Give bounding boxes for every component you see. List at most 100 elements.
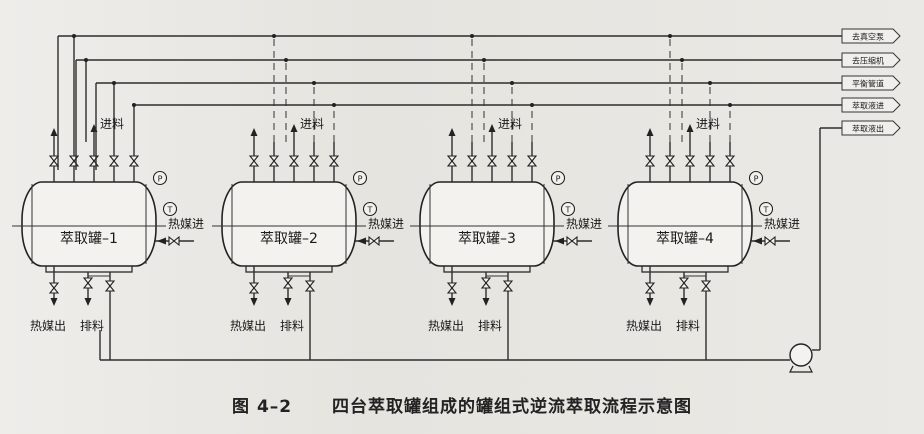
valve-icon — [446, 282, 458, 294]
arrow-down-icon — [680, 298, 688, 306]
junction-dot — [530, 103, 534, 107]
tank-body — [21, 181, 157, 267]
tank-body — [221, 181, 357, 267]
pressure-gauge — [152, 170, 168, 186]
extraction-tank-4: 萃取罐–4PT热媒进进料热媒出排料 — [608, 34, 800, 360]
valve-icon — [368, 235, 380, 247]
valve-icon — [700, 280, 712, 292]
temperature-gauge — [362, 201, 378, 217]
heat-in-label: 热媒进 — [168, 217, 204, 231]
junction-dot — [668, 34, 672, 38]
tank-name: 萃取罐–3 — [458, 231, 516, 247]
valve-icon — [282, 277, 294, 289]
discharge-label: 排料 — [80, 319, 104, 333]
valve-icon — [684, 155, 696, 167]
valve-icon — [108, 155, 120, 167]
arrow-left-icon — [753, 237, 762, 245]
extraction-tank-3: 萃取罐–3PT热媒进进料热媒出排料 — [410, 34, 602, 360]
tank-bottom-outlet — [443, 266, 531, 273]
temperature-gauge-label: T — [367, 206, 373, 215]
pressure-gauge — [550, 170, 566, 186]
junction-dot — [272, 34, 276, 38]
extraction-tank-2: 萃取罐–2PT热媒进进料热媒出排料 — [212, 34, 404, 360]
line-tag-2: 去压缩机 — [841, 52, 901, 68]
arrow-down-icon — [646, 298, 654, 306]
junction-dot — [482, 58, 486, 62]
valve-icon — [48, 282, 60, 294]
heat-out-label: 热媒出 — [428, 319, 464, 333]
temperature-gauge-label: T — [167, 206, 173, 215]
arrow-up-icon — [686, 124, 694, 132]
feed-label: 进料 — [498, 117, 522, 131]
junction-dot — [72, 34, 76, 38]
valve-icon — [248, 155, 260, 167]
junction-dot — [332, 103, 336, 107]
tank-body — [617, 181, 753, 267]
pump-base — [789, 365, 813, 373]
valve-icon — [678, 277, 690, 289]
temperature-gauge-label: T — [565, 206, 571, 215]
arrow-down-icon — [250, 298, 258, 306]
valve-icon — [466, 155, 478, 167]
valve-icon — [704, 155, 716, 167]
line-tag-4: 萃取液进 — [841, 97, 901, 113]
arrow-down-icon — [448, 298, 456, 306]
valve-icon — [128, 155, 140, 167]
valve-icon — [502, 280, 514, 292]
tank-body — [419, 181, 555, 267]
arrow-down-icon — [284, 298, 292, 306]
line-tag-label: 萃取液进 — [852, 101, 884, 111]
tank-name: 萃取罐–1 — [60, 231, 118, 247]
pressure-gauge-label: P — [556, 175, 561, 184]
arrow-up-icon — [290, 124, 298, 132]
line-tag-label: 萃取液出 — [852, 124, 884, 134]
tank-bottom-outlet — [245, 266, 333, 273]
line-tag-box — [841, 28, 901, 44]
arrow-left-icon — [157, 237, 166, 245]
extraction-tank-1: 萃取罐–1PT热媒进进料热媒出排料 — [12, 34, 204, 360]
feed-label: 进料 — [300, 117, 324, 131]
pressure-gauge — [352, 170, 368, 186]
valve-icon — [644, 155, 656, 167]
junction-dot — [708, 81, 712, 85]
line-tag-label: 去真空泵 — [852, 32, 884, 42]
valve-icon — [446, 155, 458, 167]
valve-icon — [68, 155, 80, 167]
arrow-up-icon — [488, 124, 496, 132]
line-tag-label: 去压缩机 — [852, 56, 884, 66]
tank-bottom-outlet — [641, 266, 729, 273]
valve-icon — [644, 282, 656, 294]
line-tag-1: 去真空泵 — [841, 28, 901, 44]
valve-icon — [48, 155, 60, 167]
junction-dot — [470, 34, 474, 38]
line-tag-5: 萃取液出 — [841, 120, 901, 136]
discharge-label: 排料 — [478, 319, 502, 333]
heat-out-label: 热媒出 — [30, 319, 66, 333]
valve-icon — [764, 235, 776, 247]
pressure-gauge — [748, 170, 764, 186]
valve-icon — [104, 280, 116, 292]
pressure-gauge-label: P — [754, 175, 759, 184]
valve-icon — [168, 235, 180, 247]
heat-in-label: 热媒进 — [764, 217, 800, 231]
tank-name: 萃取罐–2 — [260, 231, 318, 247]
valve-icon — [526, 155, 538, 167]
arrow-up-icon — [50, 128, 58, 136]
arrow-down-icon — [84, 298, 92, 306]
junction-dot — [312, 81, 316, 85]
junction-dot — [680, 58, 684, 62]
line-tag-box — [841, 97, 901, 113]
valve-icon — [268, 155, 280, 167]
line-tag-box — [841, 75, 901, 91]
heat-out-label: 热媒出 — [626, 319, 662, 333]
pressure-gauge-label: P — [358, 175, 363, 184]
junction-dot — [84, 58, 88, 62]
arrow-left-icon — [555, 237, 564, 245]
tank-bottom-outlet — [45, 266, 133, 273]
valve-icon — [328, 155, 340, 167]
valve-icon — [248, 282, 260, 294]
valve-icon — [480, 277, 492, 289]
arrow-up-icon — [646, 128, 654, 136]
arrow-up-icon — [448, 128, 456, 136]
